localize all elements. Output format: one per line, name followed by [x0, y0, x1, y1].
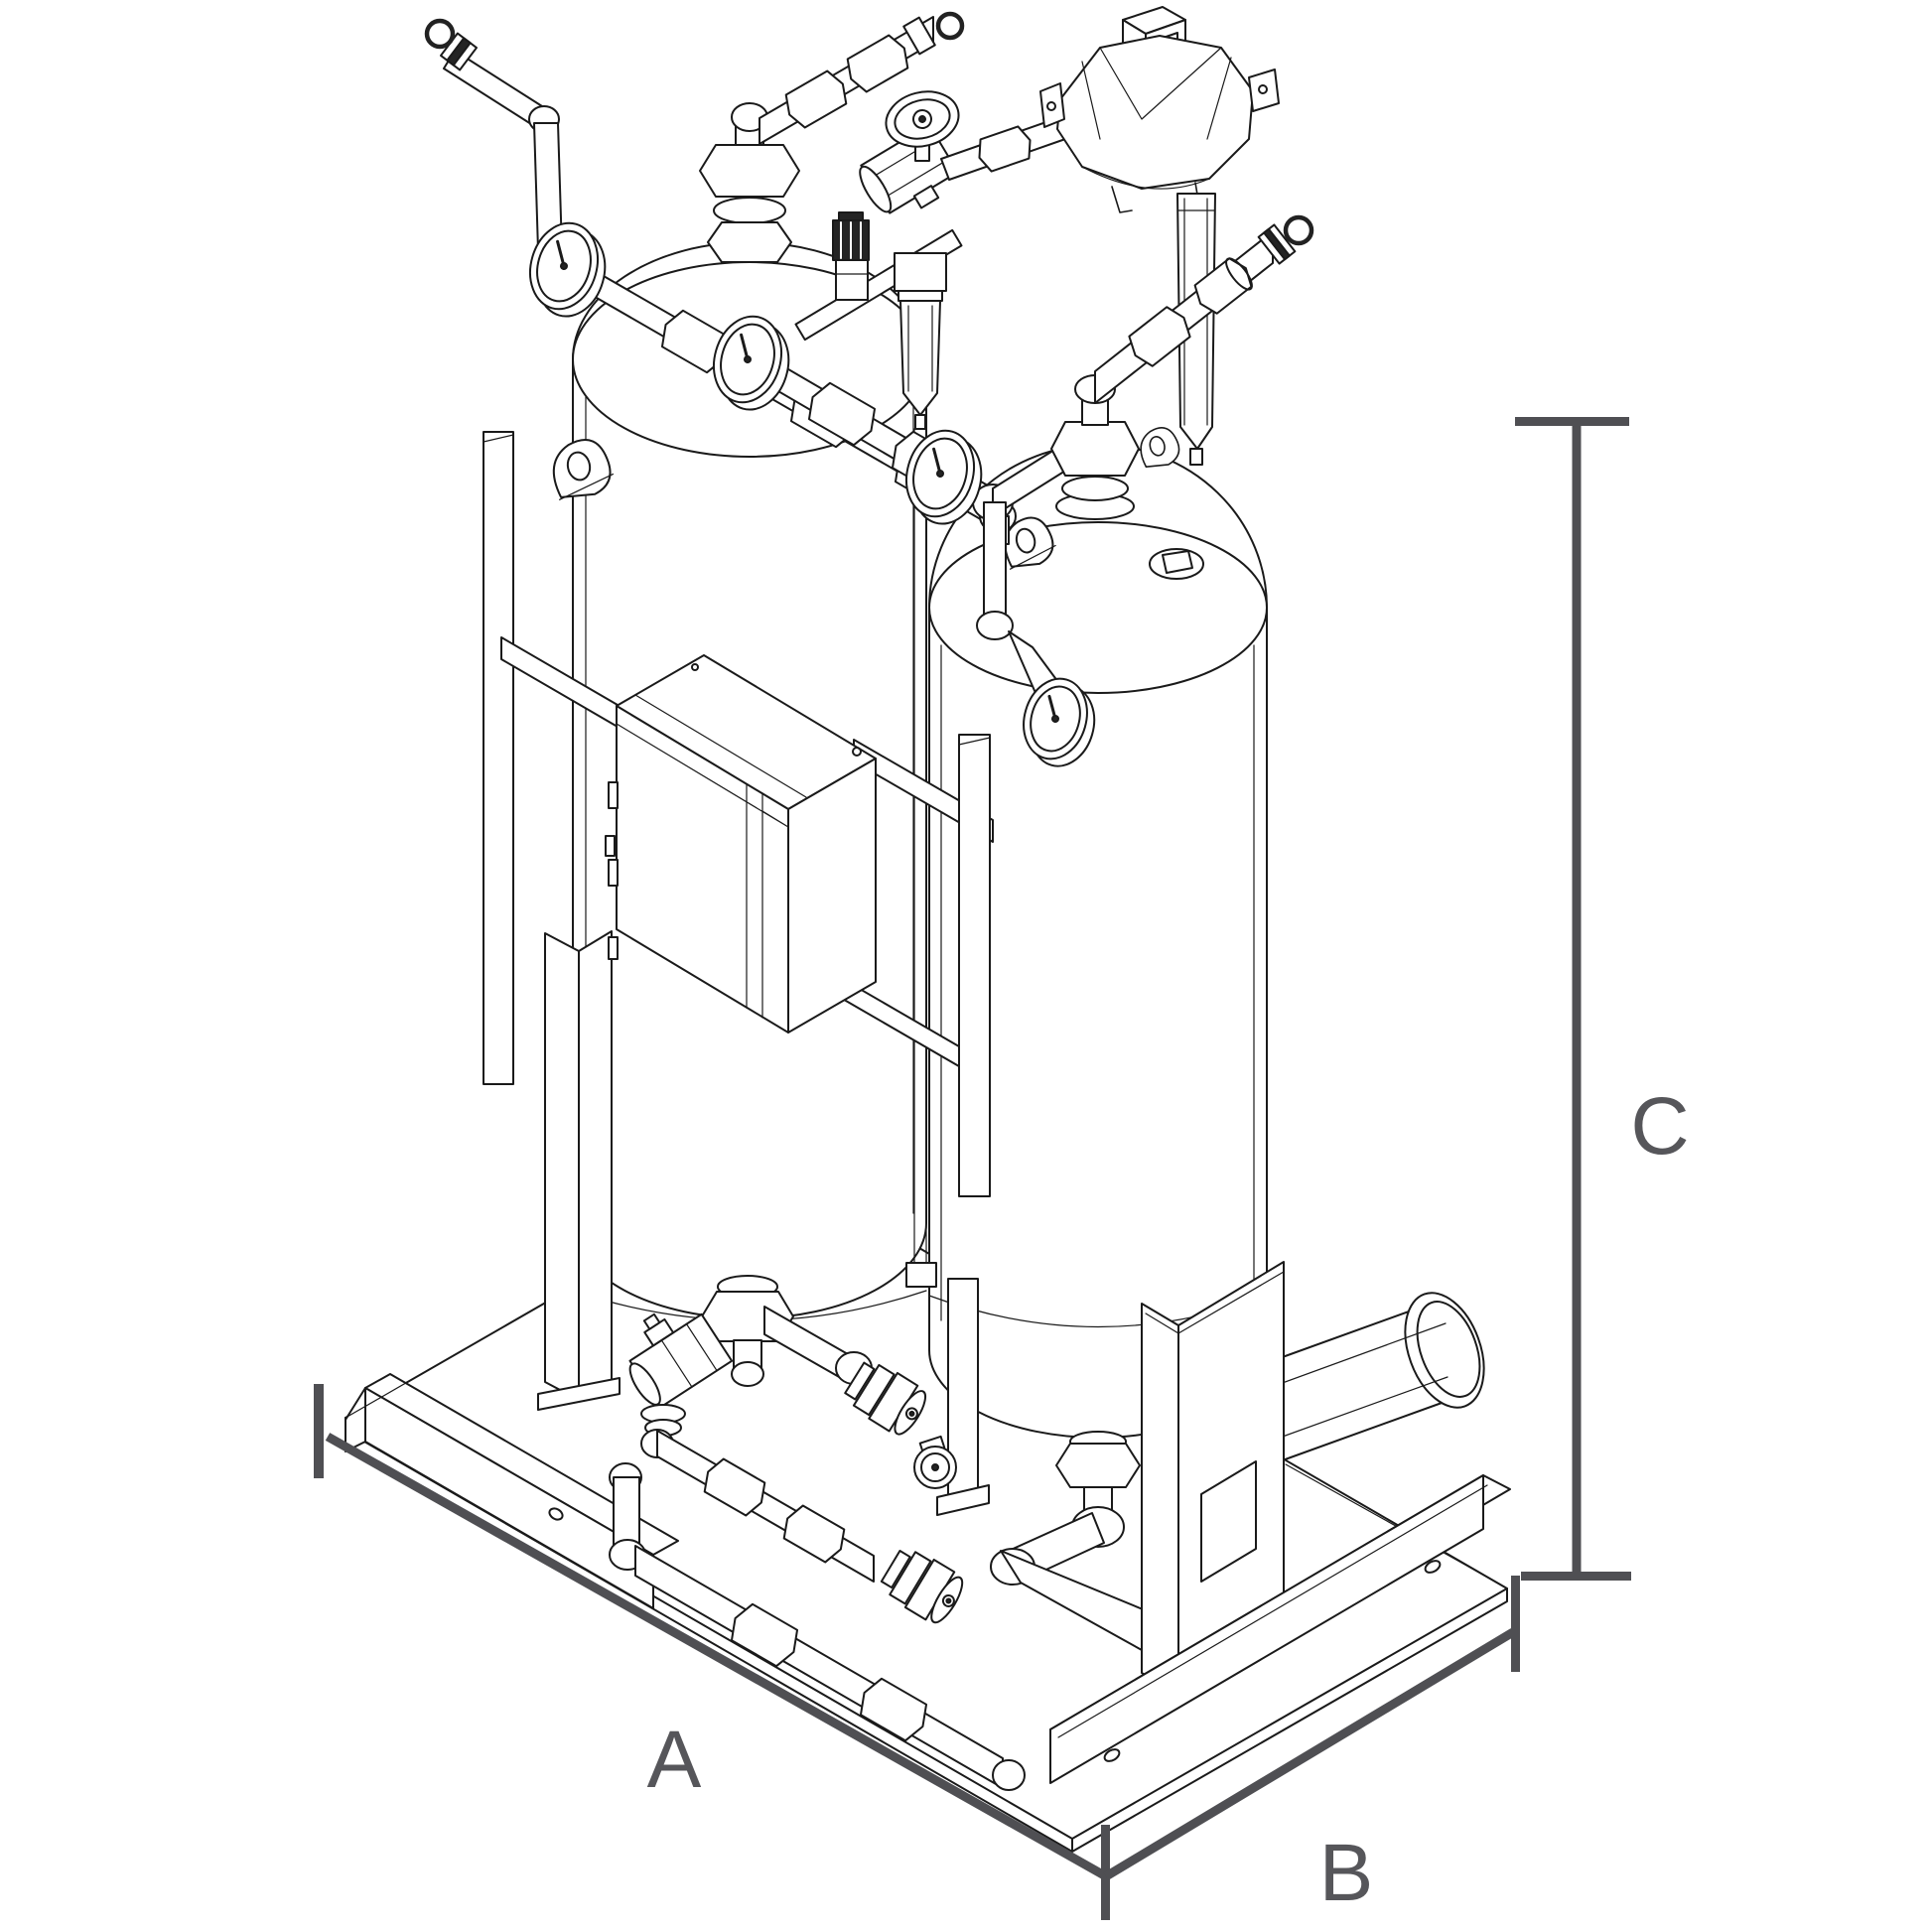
bottom-piping-left: [609, 1275, 1026, 1791]
handwheel-icon: [885, 90, 960, 162]
pressure-gauge-icon: [713, 315, 790, 411]
base-rail-left: [345, 1373, 679, 1609]
dimension-lines: [314, 417, 1631, 1920]
bottom-piping-right: [990, 1431, 1161, 1651]
dim-c-bottom-cap: [1521, 1572, 1631, 1581]
base-plate-back-edge: [345, 1318, 1505, 1587]
mini-filter: [894, 252, 947, 430]
base-rail-right: [1049, 1474, 1511, 1784]
dim-a-line: [325, 1433, 1109, 1880]
eyebolt-ring-icon: [935, 11, 965, 41]
riser-left: [699, 102, 800, 263]
control-box: [605, 654, 877, 1034]
dimension-label-c: C: [1630, 1081, 1689, 1172]
filter-housing: [1039, 6, 1280, 466]
hand-valve: [859, 116, 1069, 214]
pressure-gauge-icon: [1023, 677, 1096, 767]
tank-plug-icon: [1149, 548, 1204, 580]
pressure-gauge-icon: [529, 221, 607, 318]
drain-valve-icon: [913, 1435, 957, 1489]
silencer-icon: [880, 1550, 964, 1624]
eyebolt-ring-icon: [1283, 214, 1314, 246]
dim-a-start-tick: [314, 1384, 324, 1478]
door-hinge-icon: [608, 781, 619, 960]
purge-valve: [628, 1312, 734, 1409]
strut-right: [958, 734, 991, 1197]
eyebolt-ring-icon: [424, 18, 456, 50]
door-latch: [605, 835, 616, 857]
riser-right: [1050, 374, 1140, 520]
dimension-label-b: B: [1319, 1828, 1374, 1918]
frl-set: [794, 211, 963, 430]
regulator: [832, 211, 870, 301]
tower-right: [928, 427, 1268, 1516]
muffler: [1265, 1292, 1485, 1467]
lifting-lug-icon: [1140, 427, 1180, 469]
dim-b-end-tick: [1511, 1576, 1520, 1672]
lifting-lug-icon: [552, 439, 615, 500]
pipe-cross-left: [759, 11, 965, 145]
strut-left-front: [483, 431, 514, 1085]
drain-tube: [905, 428, 937, 1288]
leg-left-channel: [537, 930, 621, 1411]
pressure-gauge-icon: [905, 429, 983, 525]
silencer-icon: [844, 1361, 927, 1436]
dim-b-line: [1103, 1628, 1516, 1880]
pipe-cross-right: [1094, 214, 1314, 404]
top-manifold: [424, 6, 1314, 767]
pipe-stub-left: [424, 18, 563, 251]
dim-c-top-cap: [1515, 417, 1629, 426]
dimension-label-a: A: [647, 1715, 702, 1805]
leg-right-channel: [1141, 1261, 1285, 1696]
